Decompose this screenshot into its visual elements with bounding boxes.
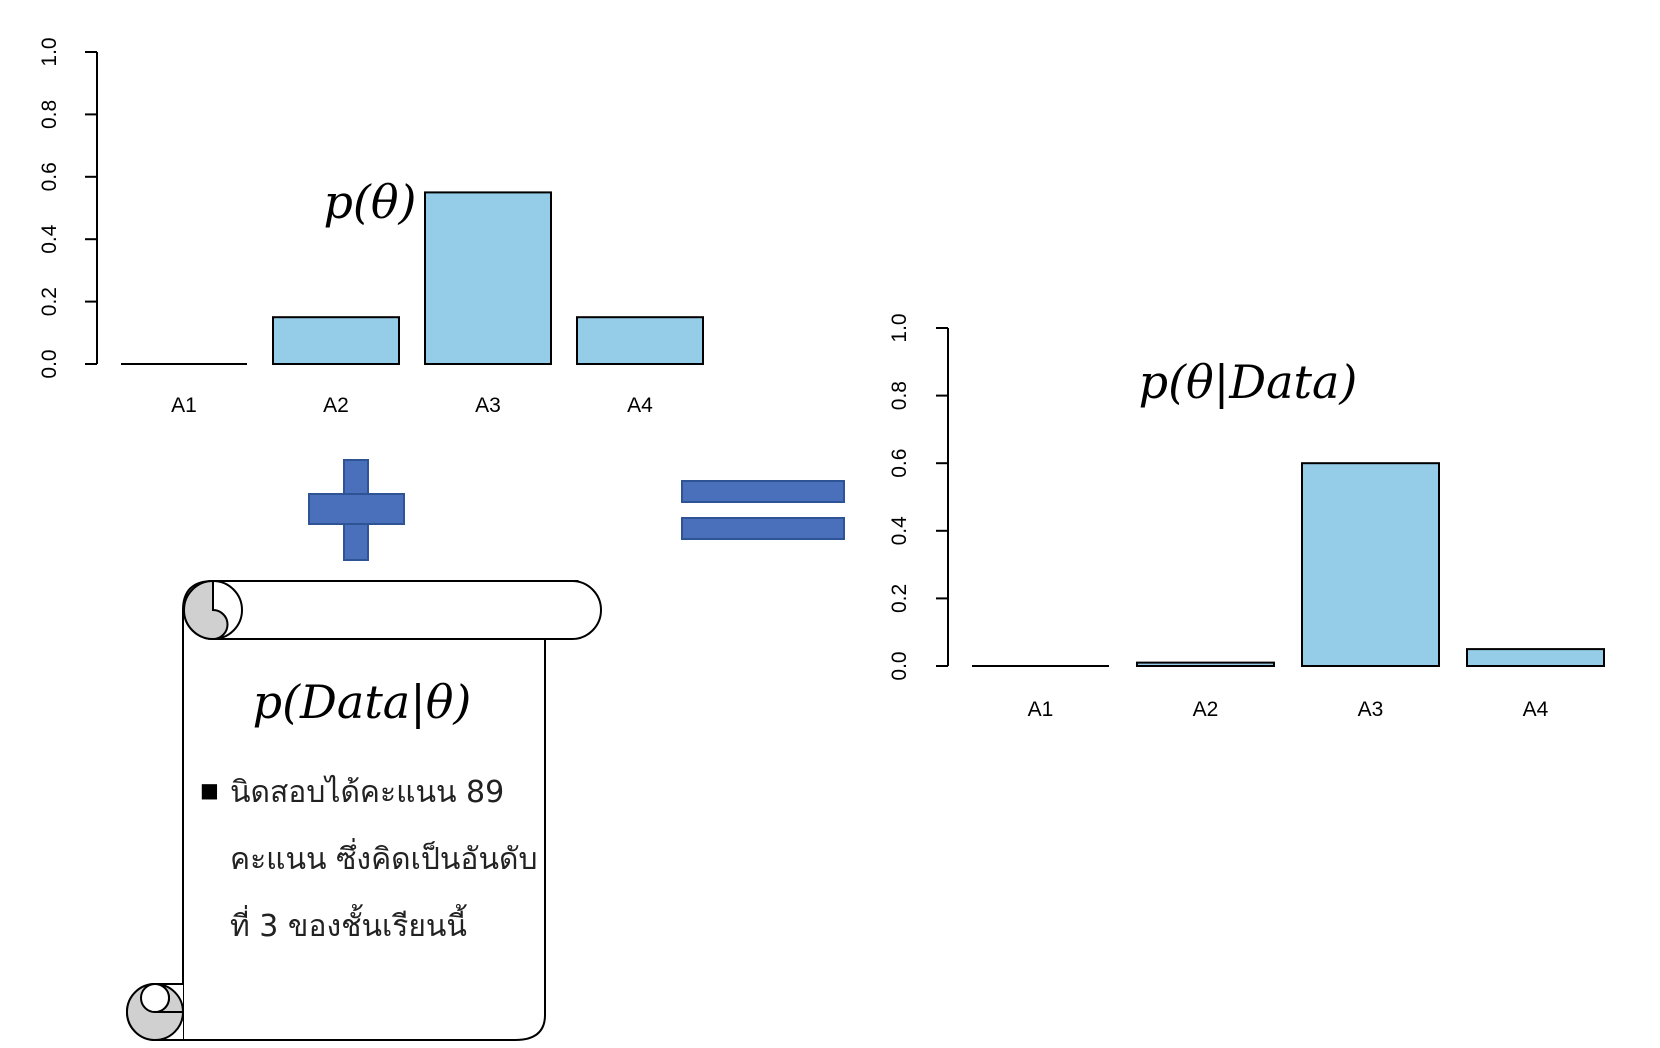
posterior-y-tick-label: 0.6 (888, 449, 911, 478)
posterior-y-tick-label: 0.2 (888, 584, 911, 613)
prior-category-label: A1 (171, 394, 197, 417)
prior-bar-a4 (576, 316, 704, 366)
prior-y-tick-label: 0.6 (38, 162, 61, 191)
posterior-bar-a3 (1301, 462, 1440, 668)
scroll-shape (126, 579, 602, 1041)
prior-bar-chart: 0.0 0.2 0.4 0.6 0.8 1.0A1 A2 A3 A4 (38, 37, 704, 417)
prior-bar-a2 (272, 316, 400, 366)
scroll-line-1: นิดสอบได้คะแนน 89 (230, 774, 504, 810)
scroll-line-2: คะแนน ซึ่งคิดเป็นอันดับ (230, 838, 538, 877)
prior-y-tick-label: 0.2 (38, 287, 61, 316)
prior-bar-a3 (424, 191, 552, 365)
scroll-line-3: ที่ 3 ของชั้นเรียนนี้ (230, 904, 467, 944)
prior-y-tick-label: 0.8 (38, 100, 61, 129)
scroll-bullet: ■ (200, 778, 219, 802)
posterior-y-tick-label: 0.0 (888, 651, 911, 680)
posterior-y-tick-label: 1.0 (888, 313, 911, 342)
posterior-y-tick-label: 0.4 (888, 516, 911, 546)
posterior-bar-a4 (1466, 648, 1605, 667)
prior-category-label: A3 (475, 394, 501, 417)
prior-y-tick-label: 1.0 (38, 37, 61, 66)
prior-category-label: A4 (627, 394, 653, 417)
posterior-label: p(θ|Data) (1139, 355, 1358, 409)
prior-y-tick-label: 0.4 (38, 224, 61, 254)
prior-y-tick-label: 0.0 (38, 349, 61, 378)
posterior-bar-a2 (1136, 661, 1275, 667)
likelihood-label: p(Data|θ) (253, 675, 472, 729)
posterior-category-label: A3 (1358, 698, 1384, 721)
posterior-y-tick-label: 0.8 (888, 381, 911, 410)
prior-category-label: A2 (323, 394, 349, 417)
posterior-category-label: A2 (1193, 698, 1219, 721)
equals-icon (681, 480, 845, 540)
prior-label: p(θ) (323, 175, 416, 229)
plus-icon (308, 459, 405, 561)
posterior-bar-chart: 0.0 0.2 0.4 0.6 0.8 1.0A1 A2 A3 A4 (888, 313, 1605, 721)
posterior-category-label: A4 (1523, 698, 1549, 721)
posterior-category-label: A1 (1028, 698, 1054, 721)
